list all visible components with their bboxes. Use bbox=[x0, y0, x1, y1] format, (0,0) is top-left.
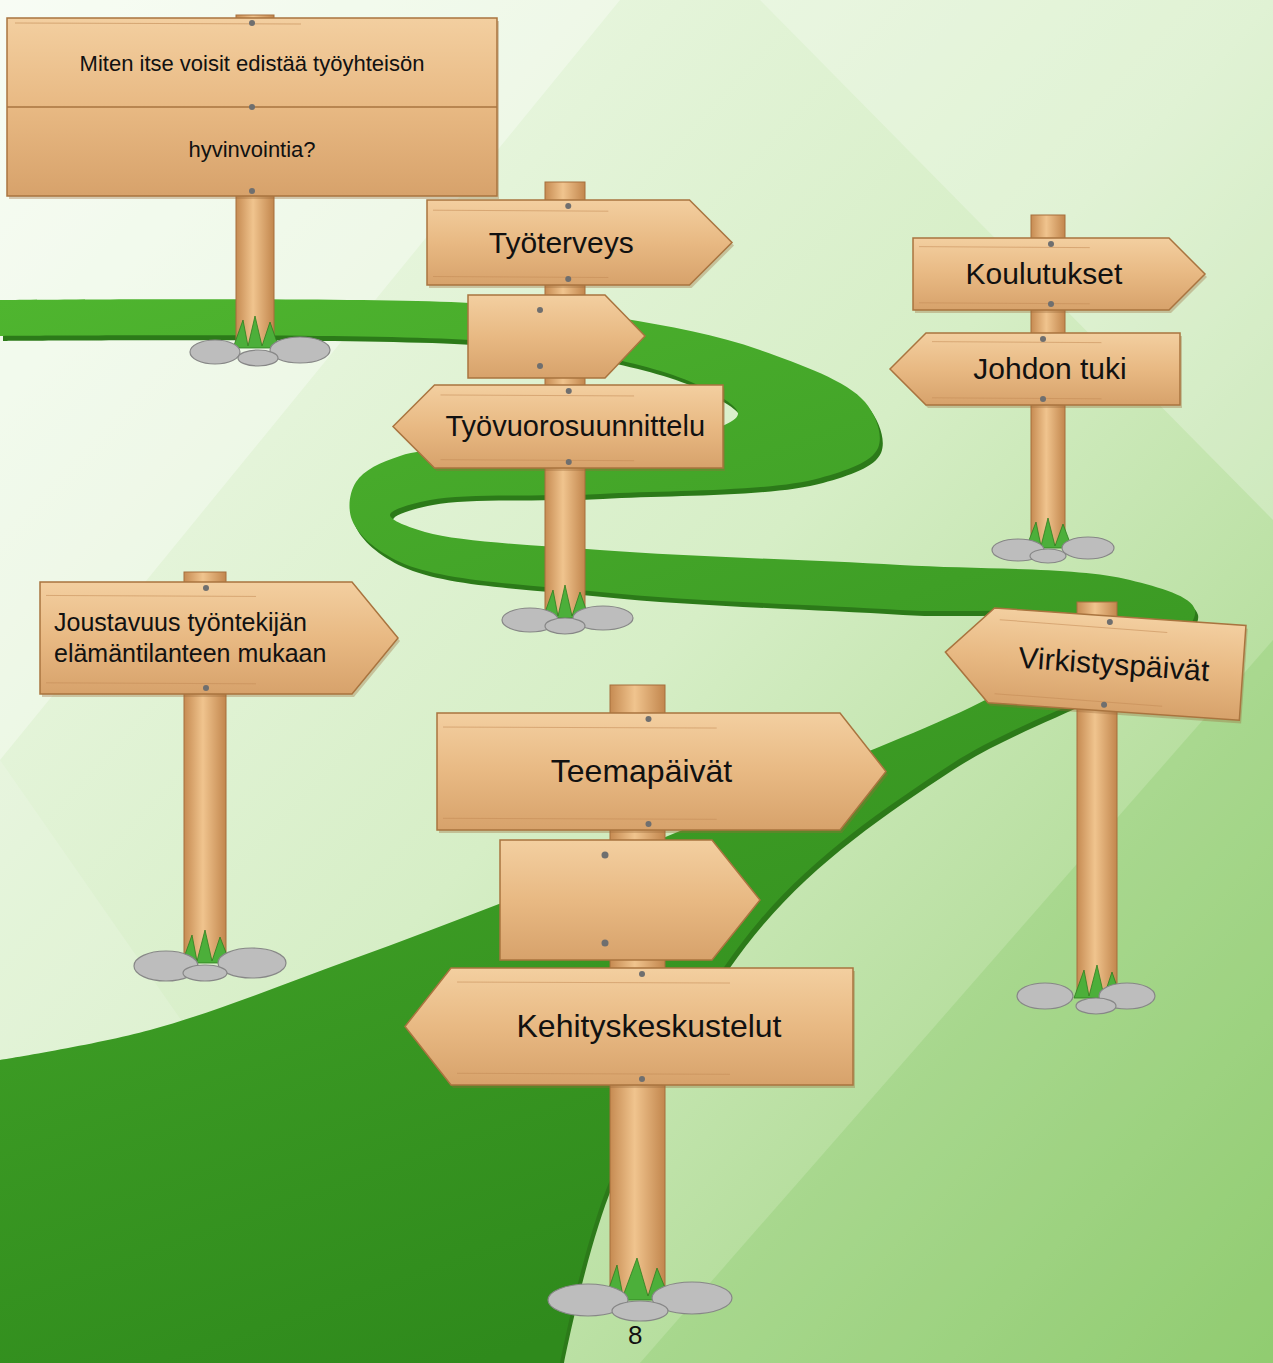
nail bbox=[646, 716, 652, 722]
grass-tuft bbox=[233, 316, 279, 348]
wood-grain bbox=[433, 210, 608, 211]
signpost-board: Miten itse voisit edistää työyhteisön hy… bbox=[7, 18, 497, 196]
nail bbox=[565, 459, 571, 465]
wood-grain bbox=[443, 727, 717, 728]
wood-grain bbox=[919, 247, 1090, 248]
wood-grain bbox=[46, 683, 256, 684]
signpost-board: Työterveys bbox=[427, 200, 732, 285]
wood-grain bbox=[443, 818, 717, 819]
sign-text: Työterveys bbox=[489, 225, 634, 261]
signpost-board: Johdon tuki bbox=[890, 333, 1180, 405]
wood-grain bbox=[46, 595, 256, 596]
board-text-area: Johdon tuki bbox=[890, 333, 1180, 405]
rock bbox=[270, 337, 330, 363]
board bbox=[913, 238, 1205, 310]
nail bbox=[639, 971, 645, 977]
rock bbox=[1017, 983, 1073, 1009]
blank-sign bbox=[500, 840, 760, 960]
nail bbox=[602, 940, 609, 947]
sign-text: Koulutukset bbox=[966, 256, 1123, 292]
wood-grain bbox=[457, 982, 730, 983]
nail bbox=[1107, 619, 1113, 625]
wood-grain bbox=[932, 398, 1101, 399]
nail bbox=[1040, 336, 1046, 342]
nail bbox=[1048, 241, 1054, 247]
nail bbox=[565, 276, 571, 282]
nail bbox=[602, 852, 609, 859]
rock bbox=[612, 1301, 668, 1321]
background-shape bbox=[0, 0, 620, 760]
board bbox=[7, 18, 497, 196]
rock bbox=[1030, 549, 1066, 563]
board-text-area: Koulutukset bbox=[913, 238, 1205, 310]
board-text-area: Miten itse voisit edistää työyhteisön hy… bbox=[7, 18, 497, 196]
board bbox=[437, 713, 886, 830]
wood-grain bbox=[440, 395, 634, 396]
nail bbox=[249, 104, 255, 110]
nail bbox=[249, 188, 255, 194]
rock bbox=[190, 340, 240, 364]
rock bbox=[1076, 998, 1116, 1014]
wood-grain bbox=[440, 460, 634, 461]
sign-text: Johdon tuki bbox=[973, 351, 1126, 387]
signpost-board: Virkistyspäivät bbox=[942, 605, 1246, 721]
nail bbox=[537, 307, 543, 313]
rocks bbox=[134, 337, 1155, 1321]
nail bbox=[1040, 396, 1046, 402]
board-shape bbox=[40, 582, 398, 694]
wood-grain bbox=[932, 342, 1101, 343]
rock bbox=[1062, 537, 1114, 559]
board bbox=[393, 385, 723, 468]
nail bbox=[203, 685, 209, 691]
wood-grain bbox=[1000, 620, 1168, 633]
wood-grain bbox=[995, 694, 1163, 707]
board bbox=[942, 605, 1246, 721]
nail bbox=[565, 203, 571, 209]
nail bbox=[565, 388, 571, 394]
wood-grain bbox=[919, 303, 1090, 304]
wood-grain bbox=[457, 1073, 730, 1074]
board-text-area: Joustavuus työntekijän elämäntilanteen m… bbox=[40, 582, 398, 694]
grass-path bbox=[0, 299, 1195, 1363]
board-text-area: Kehityskeskustelut bbox=[405, 968, 853, 1085]
nail bbox=[1048, 301, 1054, 307]
board bbox=[40, 582, 398, 694]
grass-tufts bbox=[182, 316, 1121, 1300]
nail bbox=[646, 821, 652, 827]
board-text-area: Teemapäivät bbox=[437, 713, 886, 830]
sign-text: Virkistyspäivät bbox=[1017, 639, 1210, 688]
board-text-area: Työvuorosuunnittelu bbox=[393, 385, 723, 468]
board-text-area: Työterveys bbox=[427, 200, 732, 285]
rock bbox=[545, 618, 585, 634]
board-shape bbox=[7, 18, 497, 196]
nail bbox=[203, 585, 209, 591]
wood-grain bbox=[433, 277, 608, 278]
sign-text: Miten itse voisit edistää työyhteisön hy… bbox=[21, 21, 483, 193]
sign-text: Kehityskeskustelut bbox=[516, 1007, 781, 1045]
nail bbox=[639, 1076, 645, 1082]
signpost-board: Teemapäivät bbox=[437, 713, 886, 830]
signpost-board: Työvuorosuunnittelu bbox=[393, 385, 723, 468]
nail bbox=[249, 20, 255, 26]
board bbox=[427, 200, 732, 285]
rock bbox=[218, 948, 286, 978]
board bbox=[890, 333, 1180, 405]
sign-text: Teemapäivät bbox=[551, 752, 732, 790]
sign-text: Työvuorosuunnittelu bbox=[445, 409, 705, 444]
signpost-board: Koulutukset bbox=[913, 238, 1205, 310]
rock bbox=[238, 350, 278, 366]
nail bbox=[537, 363, 543, 369]
wood-grain bbox=[15, 23, 301, 24]
board bbox=[405, 968, 853, 1085]
blank-sign bbox=[468, 295, 645, 378]
sign-text: Joustavuus työntekijän elämäntilanteen m… bbox=[54, 607, 344, 670]
rock bbox=[183, 965, 227, 981]
page-number: 8 bbox=[628, 1320, 642, 1351]
signpost-board: Kehityskeskustelut bbox=[405, 968, 853, 1085]
nail bbox=[1101, 702, 1107, 708]
signpost-board: Joustavuus työntekijän elämäntilanteen m… bbox=[40, 582, 398, 694]
